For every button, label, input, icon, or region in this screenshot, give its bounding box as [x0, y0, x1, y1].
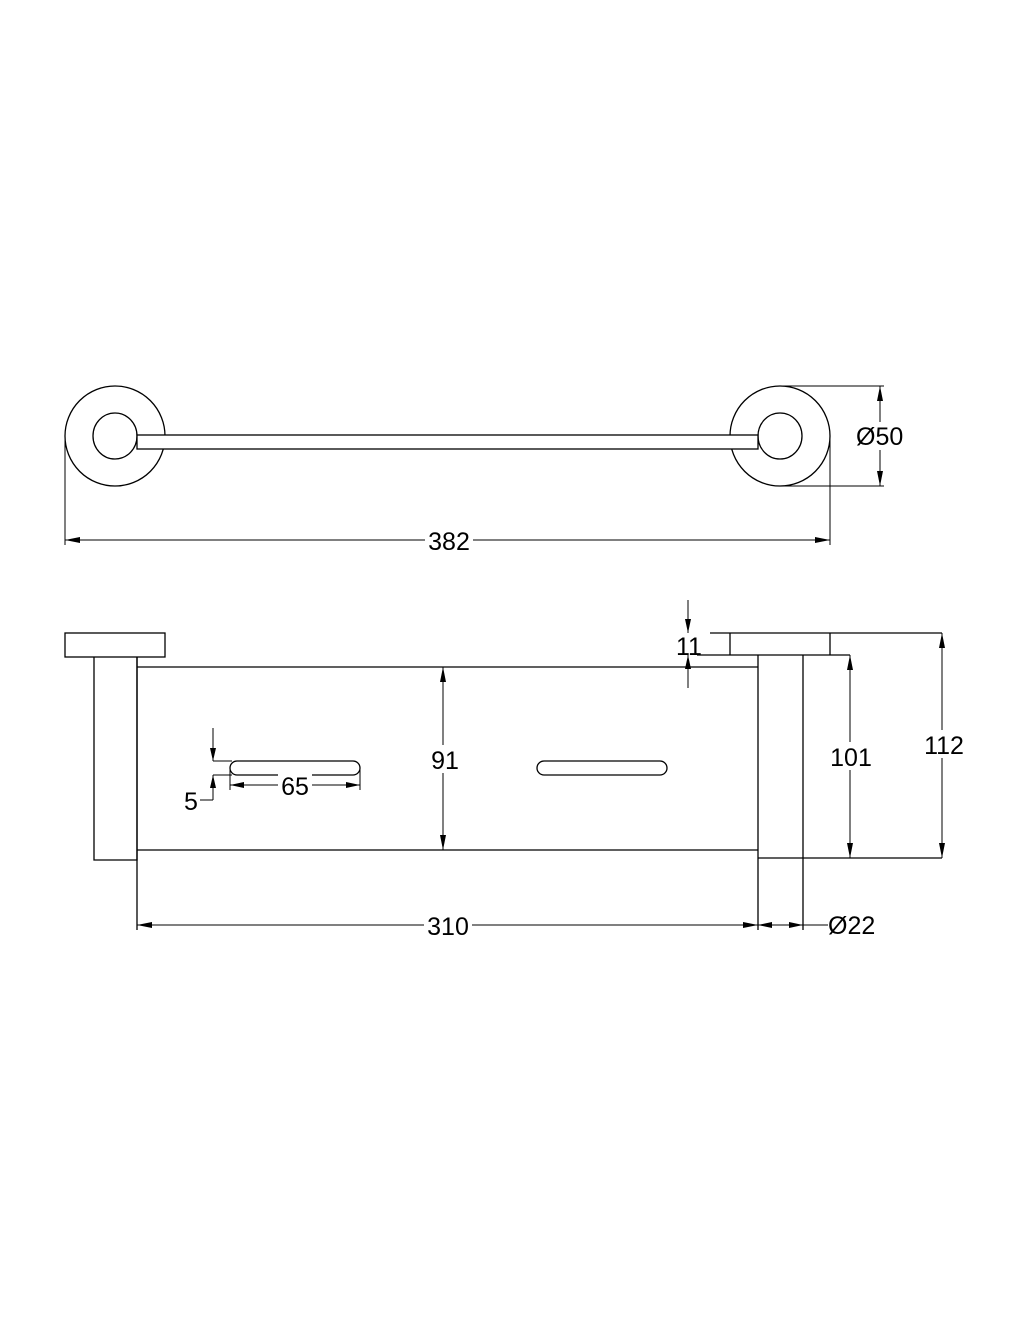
dimension-slot-length: 65	[281, 773, 309, 801]
dimension-post-height: 101	[830, 744, 872, 772]
dimension-post-diameter: Ø22	[828, 912, 875, 940]
side-view: 11 91 101 112 310 Ø22	[64, 600, 968, 941]
dimension-shelf-height: 91	[431, 747, 459, 775]
dimension-overall-length: 382	[428, 528, 470, 556]
right-flange-inner	[757, 412, 803, 460]
dimension-flange-thickness: 11	[676, 633, 702, 661]
top-view: 382 Ø50	[64, 385, 910, 556]
dimension-overall-height: 112	[924, 732, 964, 760]
drain-slot-right	[536, 760, 668, 776]
dimension-shelf-length: 310	[427, 913, 469, 941]
left-post	[93, 657, 138, 861]
left-flange-inner	[92, 412, 138, 460]
dimension-slot-width: 5	[184, 788, 198, 816]
rail-bar	[136, 434, 759, 450]
left-flange	[64, 632, 166, 658]
dimension-flange-diameter: Ø50	[856, 423, 903, 451]
